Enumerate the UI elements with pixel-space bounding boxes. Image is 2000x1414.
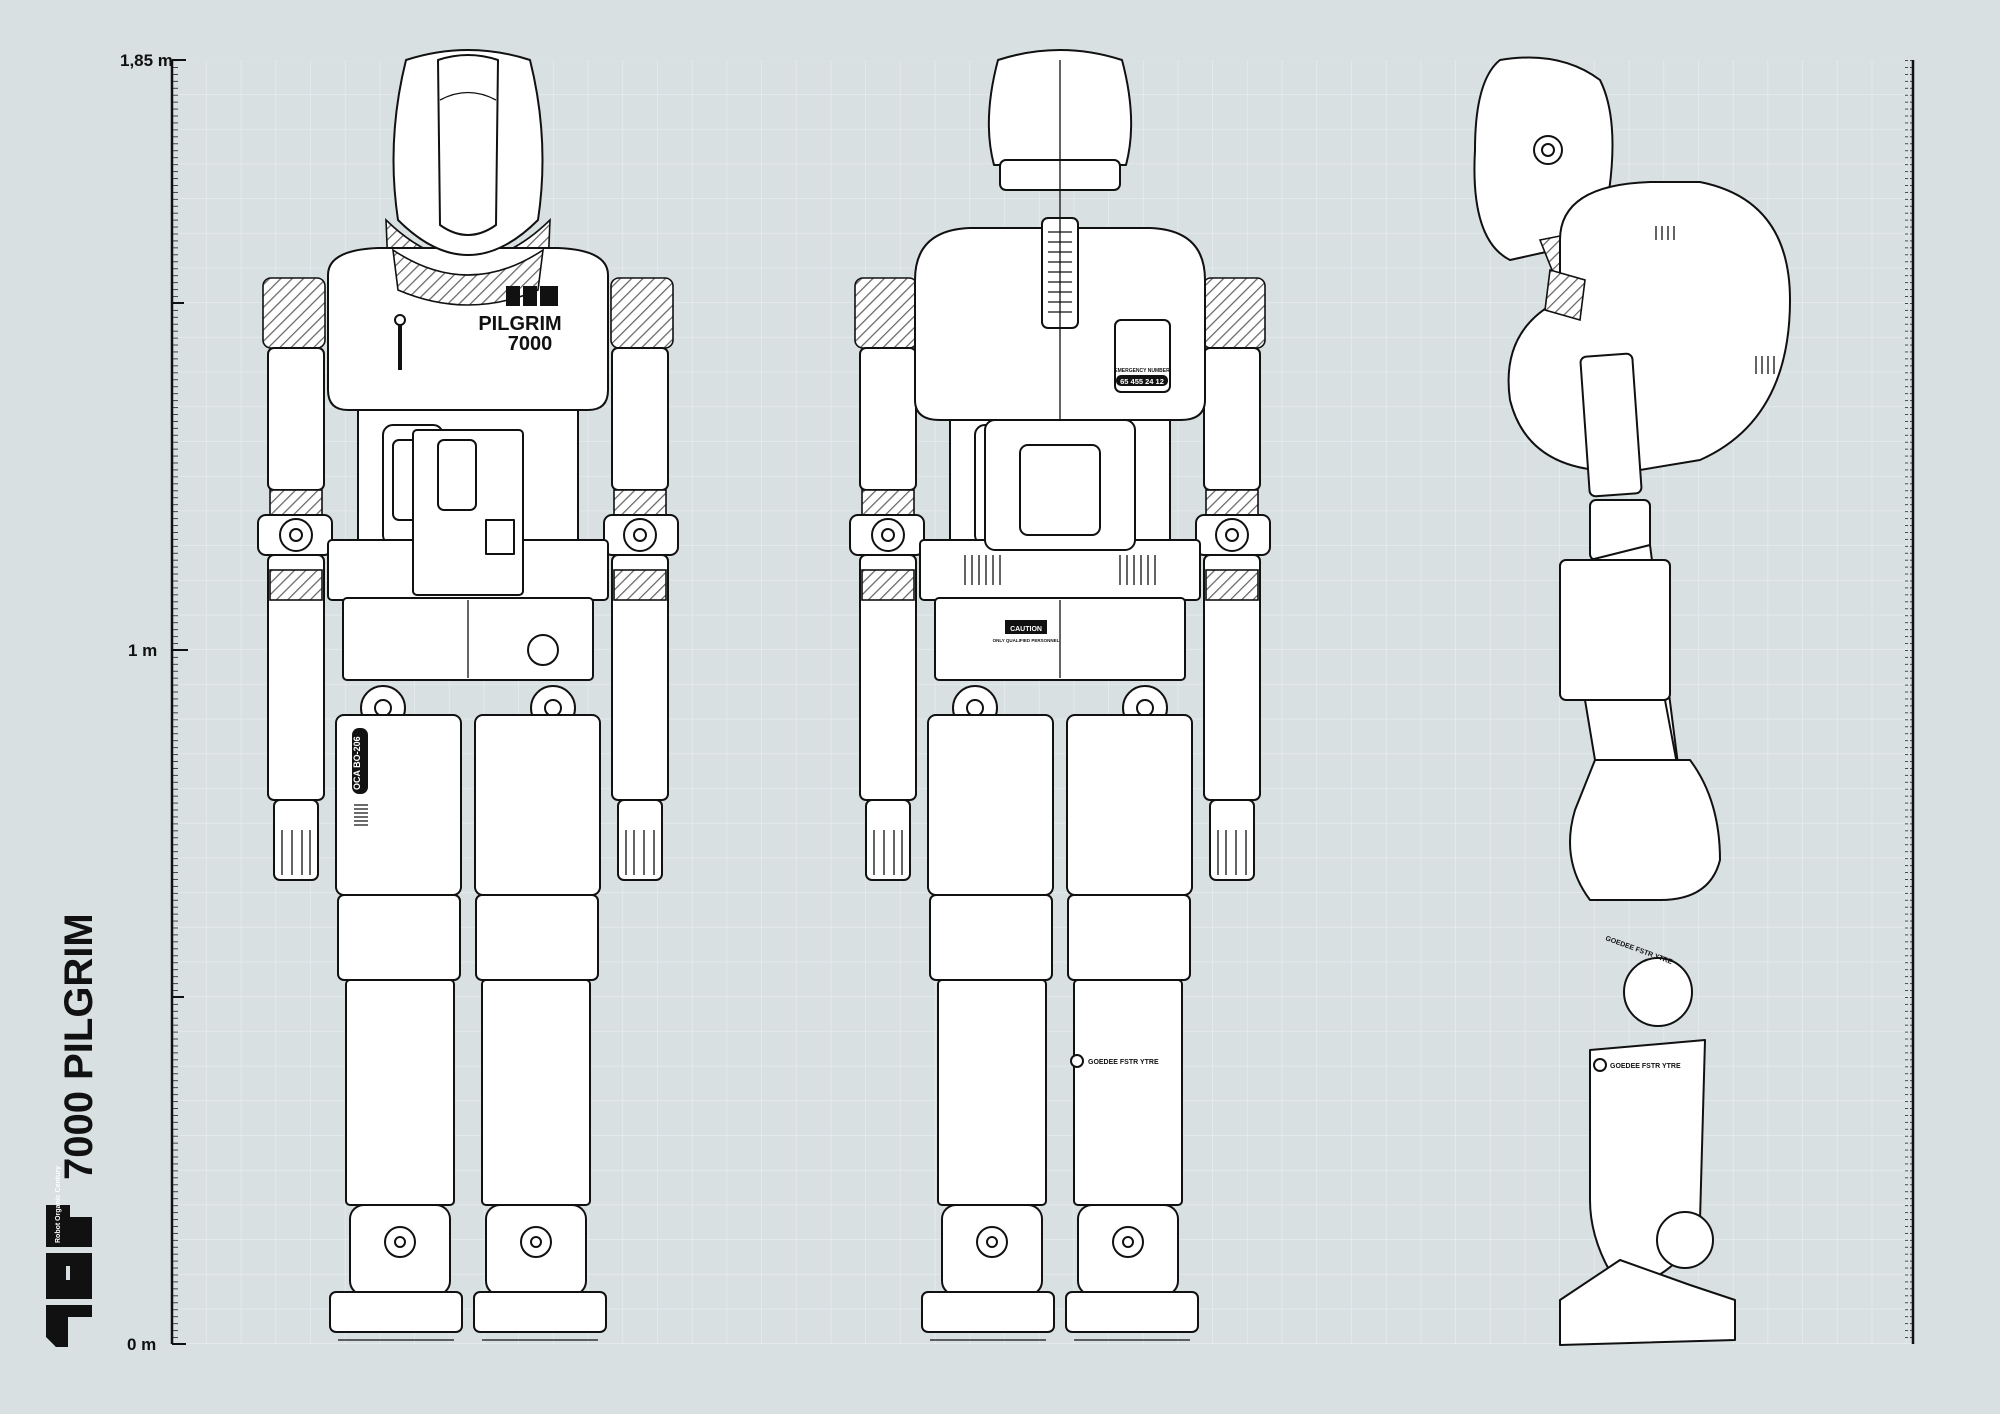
thigh-tag: OCA BO-206 — [352, 736, 362, 790]
robot-side-view: GOEDEE FSTR YTRE GOEDEE FSTR YTRE — [1473, 56, 1791, 1346]
emergency-number: 65 455 24 12 — [1120, 377, 1164, 386]
caution-label: CAUTION — [1010, 626, 1042, 633]
height-ruler-right — [1905, 60, 1915, 1344]
emergency-label: EMERGENCY NUMBER — [1114, 368, 1170, 374]
caution-note: ONLY QUALIFIED PERSONNEL — [993, 638, 1060, 643]
shin-marking: GOEDEE FSTR YTRE — [1088, 1059, 1159, 1066]
chest-model-label: PILGRIM — [478, 313, 561, 335]
scale-label-top: 1,85 m — [120, 51, 173, 70]
height-ruler-left — [170, 59, 188, 1345]
sheet-title: 7000 PILGRIM — [57, 913, 101, 1180]
side-shin-marking: GOEDEE FSTR YTRE — [1610, 1063, 1681, 1070]
svg-text:Robot Organic Century: Robot Organic Century — [55, 1166, 62, 1243]
robot-back-view: EMERGENCY NUMBER 65 455 24 12 CAUTION ON… — [849, 49, 1271, 1341]
roc-logo: Robot Organic Century — [46, 1166, 92, 1347]
scale-label-0m: 0 m — [127, 1335, 156, 1354]
scale-label-1m: 1 m — [128, 641, 157, 660]
chest-number-label: 7000 — [508, 333, 553, 355]
chest-roc-logo — [506, 286, 558, 306]
robot-front-view: PILGRIM 7000 OCA BO-206 — [257, 49, 679, 1341]
